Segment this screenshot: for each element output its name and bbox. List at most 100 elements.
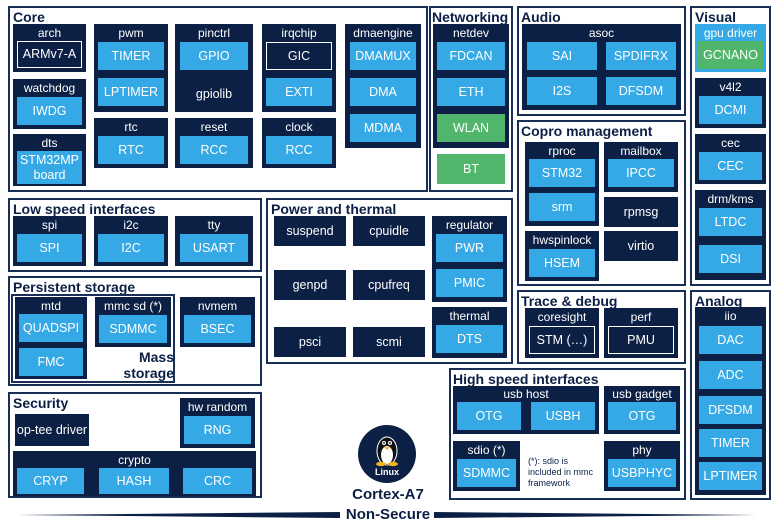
chip-cec: CEC [699,152,762,180]
mmc-group: mmc sd (*) SDMMC [95,297,171,347]
chip-i2c: I2C [98,234,164,262]
iio-group: iio DAC ADC DFSDM TIMER LPTIMER [695,307,766,495]
group-label: asoc [588,26,615,40]
i2c-group: i2c I2C [94,216,168,266]
item-scmi: scmi [353,327,425,357]
section-title: Audio [521,9,561,25]
rtc-group: rtc RTC [94,118,168,168]
item-suspend: suspend [274,216,346,246]
tty-group: tty USART [175,216,253,266]
chip-dcmi: DCMI [699,96,762,124]
drm-group: drm/kms LTDC DSI [695,190,766,280]
gpiolib-label: gpiolib [195,86,233,101]
group-label: pinctrl [197,26,230,40]
sdio-group: sdio (*) SDMMC [453,441,520,491]
group-label: i2c [123,218,139,232]
chip-usart: USART [180,234,248,262]
chip-lptimer-analog: LPTIMER [699,462,762,490]
chip-wlan: WLAN [437,114,505,142]
chip-pmic: PMIC [436,269,503,297]
cec-group: cec CEC [695,134,766,184]
reset-group: reset RCC [175,118,253,168]
footer-baseline [16,512,757,518]
group-label: coresight [537,310,587,324]
rproc-group: rproc STM32 srm [525,142,599,226]
section-copro: Copro management [517,120,686,286]
section-title: Visual [695,9,736,25]
group-label: gpu driver [703,26,758,40]
chip-dac: DAC [699,326,762,354]
section-title: Core [13,9,45,25]
item-rpmsg: rpmsg [604,197,678,227]
asoc-group: asoc SAI SPDIFRX I2S DFSDM [522,24,681,110]
pinctrl-group: pinctrl GPIO gpiolib [175,24,253,112]
section-title: Persistent storage [13,279,136,295]
item-cpufreq: cpufreq [353,270,425,300]
chip-pwr: PWR [436,234,503,262]
chip-srm: srm [529,193,595,221]
section-low-speed: Low speed interfaces [8,198,262,272]
group-label: crypto [118,453,151,467]
chip-bt: BT [437,154,505,184]
regulator-group: regulator PWR PMIC [432,216,507,302]
chip-rng: RNG [184,416,251,444]
group-label: dts [41,136,58,150]
chip-mdma: MDMA [350,114,416,142]
group-label: nvmem [197,299,238,313]
chip-ltdc: LTDC [699,208,762,236]
usbgadget-group: usb gadget OTG [604,386,680,434]
group-label: sdio (*) [467,443,506,457]
chip-iwdg: IWDG [17,97,82,125]
chip-gpio: GPIO [180,42,248,70]
chip-timer: TIMER [98,42,164,70]
section-visual: Visual [690,6,771,286]
group-label: v4l2 [719,80,742,94]
chip-otg-gadget: OTG [608,402,676,430]
security-mode-label: Non-Secure [345,506,431,523]
spi-group: spi SPI [13,216,86,266]
chip-dts: DTS [436,325,503,353]
group-label: rproc [548,144,576,158]
dmaengine-group: dmaengine DMAMUX DMA MDMA [345,24,421,148]
hwspinlock-group: hwspinlock HSEM [525,231,599,281]
v4l2-group: v4l2 DCMI [695,78,766,128]
section-title: Trace & debug [521,293,618,309]
linux-logo: Linux [358,425,416,483]
irqchip-group: irqchip GIC EXTI [262,24,336,112]
watchdog-group: watchdog IWDG [13,79,86,129]
group-label: usb host [503,387,549,401]
group-label: pwm [118,26,144,40]
section-security: Security [8,392,262,498]
chip-rtc: RTC [98,136,164,164]
section-persistent-storage: Persistent storage [8,276,262,386]
chip-armv7a: ARMv7-A [17,41,82,68]
chip-adc: ADC [699,361,762,389]
group-label: clock [285,120,313,134]
clock-group: clock RCC [262,118,336,168]
group-label: rtc [124,120,138,134]
section-audio: Audio [517,6,686,116]
cpu-label: Cortex-A7 [352,486,424,503]
chip-sai: SAI [527,42,597,70]
chip-stm32: STM32 [529,159,595,187]
item-optee-driver: op-tee driver [15,414,89,446]
item-psci: psci [274,327,346,357]
hwrandom-group: hw random RNG [180,398,255,448]
chip-usbphyc: USBPHYC [608,459,676,487]
section-title: Security [13,395,69,411]
netdev-group: netdev FDCAN ETH WLAN [433,24,509,148]
section-power-thermal: Power and thermal [266,198,513,364]
chip-rcc-reset: RCC [180,136,248,164]
arch-group: arch ARMv7-A [13,24,86,72]
gpu-group: gpu driver GCNANO [695,24,766,72]
tux-penguin-icon [376,436,398,467]
group-label: cec [721,136,740,150]
group-label: mtd [40,299,61,313]
group-label: mmc sd (*) [104,299,162,313]
mailbox-group: mailbox IPCC [604,142,678,192]
chip-fdcan: FDCAN [437,42,505,70]
nvmem-group: nvmem BSEC [180,297,255,347]
group-label: phy [632,443,652,457]
group-label: regulator [445,218,494,232]
mass-storage-label: Mass storage [123,349,174,381]
